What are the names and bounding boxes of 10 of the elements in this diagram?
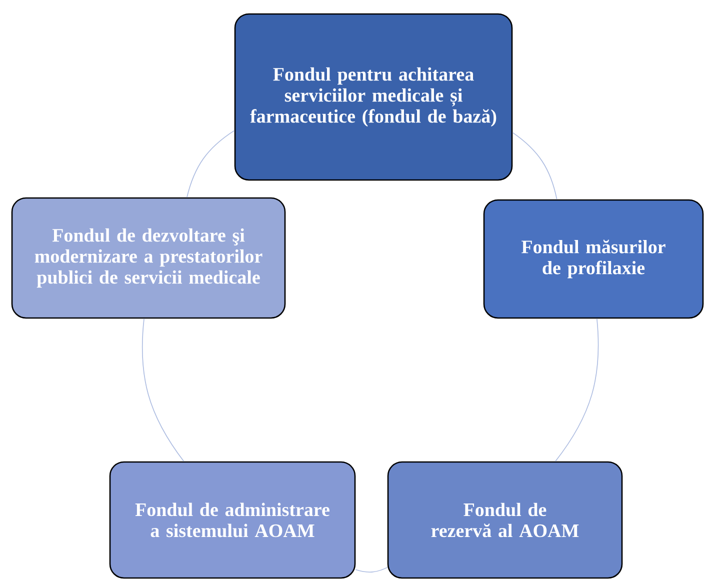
connector-arc: [554, 318, 599, 462]
fund-box: Fondul de administrare a sistemului AOAM: [109, 461, 356, 579]
connector-arc: [186, 130, 235, 198]
fund-box: Fondul pentru achitarea serviciilor medicale și farmaceutice (fondul de bază): [234, 13, 513, 181]
fund-box: Fondul de rezervă al AOAM: [387, 461, 623, 579]
connector-arc: [142, 318, 184, 462]
fund-box: Fondul măsurilor de profilaxie: [483, 199, 704, 319]
fund-box: Fondul de dezvoltare şi modernizare a prestatorilor publici de servicii medicale: [11, 197, 286, 319]
connector-arc: [355, 567, 388, 573]
connector-arc: [512, 132, 558, 200]
